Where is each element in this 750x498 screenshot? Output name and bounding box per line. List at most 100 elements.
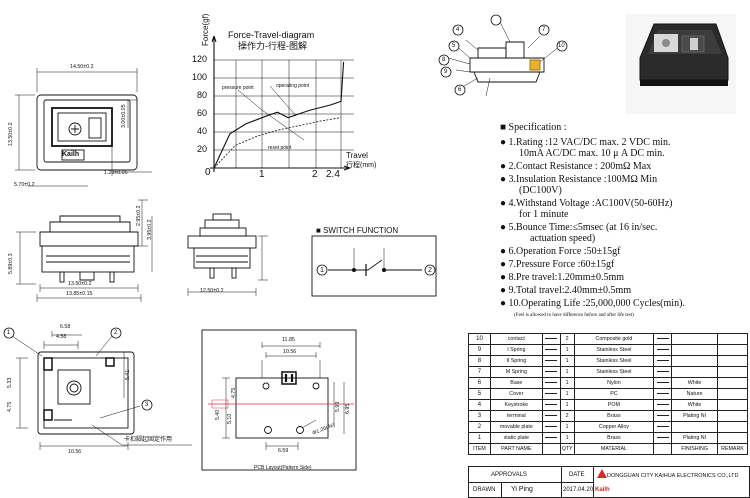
bom-finishing: Plating NI xyxy=(671,432,718,444)
bom-material: Brass xyxy=(573,410,655,422)
spec-item: ● 4.Withstand Voltage :AC100V(50-60Hz) xyxy=(500,198,673,209)
bom-blank-cell xyxy=(653,399,673,411)
bom-material: Copper Alloy xyxy=(573,421,655,433)
title-drawn: DRAWN xyxy=(473,487,496,493)
bom-remark xyxy=(716,399,749,411)
dim-pcb-h4: 5.40 xyxy=(215,409,221,420)
dim-pcb-h3: 6.95 xyxy=(345,403,351,414)
spec-text: 5.Bounce Time:≤5msec (at 16 in/sec. xyxy=(508,222,658,233)
y-tick: 120 xyxy=(192,54,208,64)
callout-1: 1 xyxy=(7,330,11,336)
force-x-axis-label-cn: 行程(mm) xyxy=(346,162,377,169)
bom-qty: 1 xyxy=(559,344,575,356)
bom-item-no: 2 xyxy=(468,421,491,433)
spec-item: ● 1.Rating :12 VAC/DC max. 2 VDC min. xyxy=(500,137,671,148)
bom-blank-cell xyxy=(541,432,561,444)
bom-material: POM xyxy=(573,399,655,411)
title-drawn-date: 2017.04.20 xyxy=(563,487,594,493)
bom-part-name: terminal xyxy=(489,410,543,422)
bom-part-name: Keystroke xyxy=(489,399,543,411)
spec-item: for 1 minute xyxy=(519,209,569,220)
bom-part-name: static plate xyxy=(489,432,543,444)
dim-front-w1: 13.50±0.2 xyxy=(68,281,92,287)
bom-header-row: ITEM PART NAME QTY MATERIAL FINISHING RE… xyxy=(468,443,749,455)
dim-front-h1: 2.95±0.2 xyxy=(136,205,142,226)
spec-heading-text: Specification : xyxy=(508,122,567,133)
dim-bottom-h2: 5.41 xyxy=(125,369,131,380)
bom-item-no: 9 xyxy=(468,344,491,356)
y-tick: 60 xyxy=(197,108,208,118)
switch-logo-text: Kailh xyxy=(62,151,80,158)
spec-item: (DC100V) xyxy=(519,185,562,196)
spec-item: ● 9.Total travel:2.40mm±0.5mm xyxy=(500,285,632,296)
spec-item: ● 6.Operation Force :50±15gf xyxy=(500,246,621,257)
x-tick: 1 xyxy=(259,169,265,180)
bom-item-no: 1 xyxy=(468,432,491,444)
bom-qty: 1 xyxy=(559,432,575,444)
dim-pcb-h1: 4.75 xyxy=(231,387,237,398)
bom-material: Nylon xyxy=(573,377,655,389)
callout-7: 7 xyxy=(542,27,546,33)
spec-item: ● 3.Insulation Resistance :100MΩ Min xyxy=(500,174,658,185)
bom-item-no: 5 xyxy=(468,388,491,400)
dim-side-width: 12.50±0.2 xyxy=(200,288,224,294)
spec-item: actuation speed) xyxy=(530,233,596,244)
dim-pin-offset: 5.70±0.2 xyxy=(14,182,35,188)
spec-item: ● 2.Contact Resistance : 200mΩ Max xyxy=(500,161,652,172)
bom-header-part: PART NAME xyxy=(489,443,543,455)
bom-qty: 1 xyxy=(559,355,575,367)
bom-qty: 1 xyxy=(559,366,575,378)
x-tick: 2 xyxy=(312,169,318,180)
callout-6: 6 xyxy=(458,87,462,93)
bom-part-name: I Spring xyxy=(489,344,543,356)
bom-part-name: contact xyxy=(489,333,543,345)
callout-2: 2 xyxy=(114,330,118,336)
bom-remark xyxy=(716,355,749,367)
bom-blank-cell xyxy=(541,333,561,345)
bom-blank-cell xyxy=(541,399,561,411)
bom-part-name: II Spring xyxy=(489,355,543,367)
bom-finishing xyxy=(671,421,718,433)
callout-9: 9 xyxy=(444,69,448,75)
spec-text: 3.Insulation Resistance :100MΩ Min xyxy=(508,174,658,185)
bom-item-no: 10 xyxy=(468,333,491,345)
bom-blank-cell xyxy=(541,366,561,378)
bom-finishing: Nature xyxy=(671,388,718,400)
title-block: APPROVALS DATE DRAWN Yi Ping 2017.04.20 … xyxy=(468,466,750,498)
bom-qty: 2 xyxy=(559,333,575,345)
spec-heading: ■ Specification : xyxy=(500,122,567,133)
bom-blank-cell xyxy=(541,377,561,389)
bom-part-name: Base xyxy=(489,377,543,389)
title-drawn-by: Yi Ping xyxy=(511,486,533,493)
force-diagram-title: Force-Travel-diagram xyxy=(228,30,315,40)
spec-item: ● 8.Pre travel:1.20mm±0.5mm xyxy=(500,272,625,283)
bom-remark xyxy=(716,366,749,378)
dim-bottom-w1: 6.58 xyxy=(60,324,71,330)
operating-point-label: operating point xyxy=(276,83,310,89)
force-x-axis-label: Travel xyxy=(346,151,368,160)
dim-stem-offset: 1.20±0.05 xyxy=(104,170,128,176)
force-curve-series-1 xyxy=(213,61,345,169)
bom-header-remark: REMARK xyxy=(716,443,749,455)
bom-blank-cell xyxy=(541,344,561,356)
spec-item: ● 10.Operating Life :25,000,000 Cycles(m… xyxy=(500,298,685,309)
bom-material: Stainless Steel xyxy=(573,355,655,367)
spec-item: ● 7.Pressure Force :60±15gf xyxy=(500,259,615,270)
bom-qty: 1 xyxy=(559,399,575,411)
dim-pcb-w1: 11.85 xyxy=(282,337,295,343)
bom-blank-cell xyxy=(653,333,673,345)
bom-remark xyxy=(716,410,749,422)
bom-finishing xyxy=(671,344,718,356)
spec-text: 2.Contact Resistance : 200mΩ Max xyxy=(508,161,652,172)
force-curve-series-2 xyxy=(213,117,342,169)
spec-note: (Feel is allowed to have difference befo… xyxy=(514,313,634,318)
bom-material: Stainless Steel xyxy=(573,344,655,356)
callout-4: 4 xyxy=(456,27,460,33)
bom-remark xyxy=(716,333,749,345)
